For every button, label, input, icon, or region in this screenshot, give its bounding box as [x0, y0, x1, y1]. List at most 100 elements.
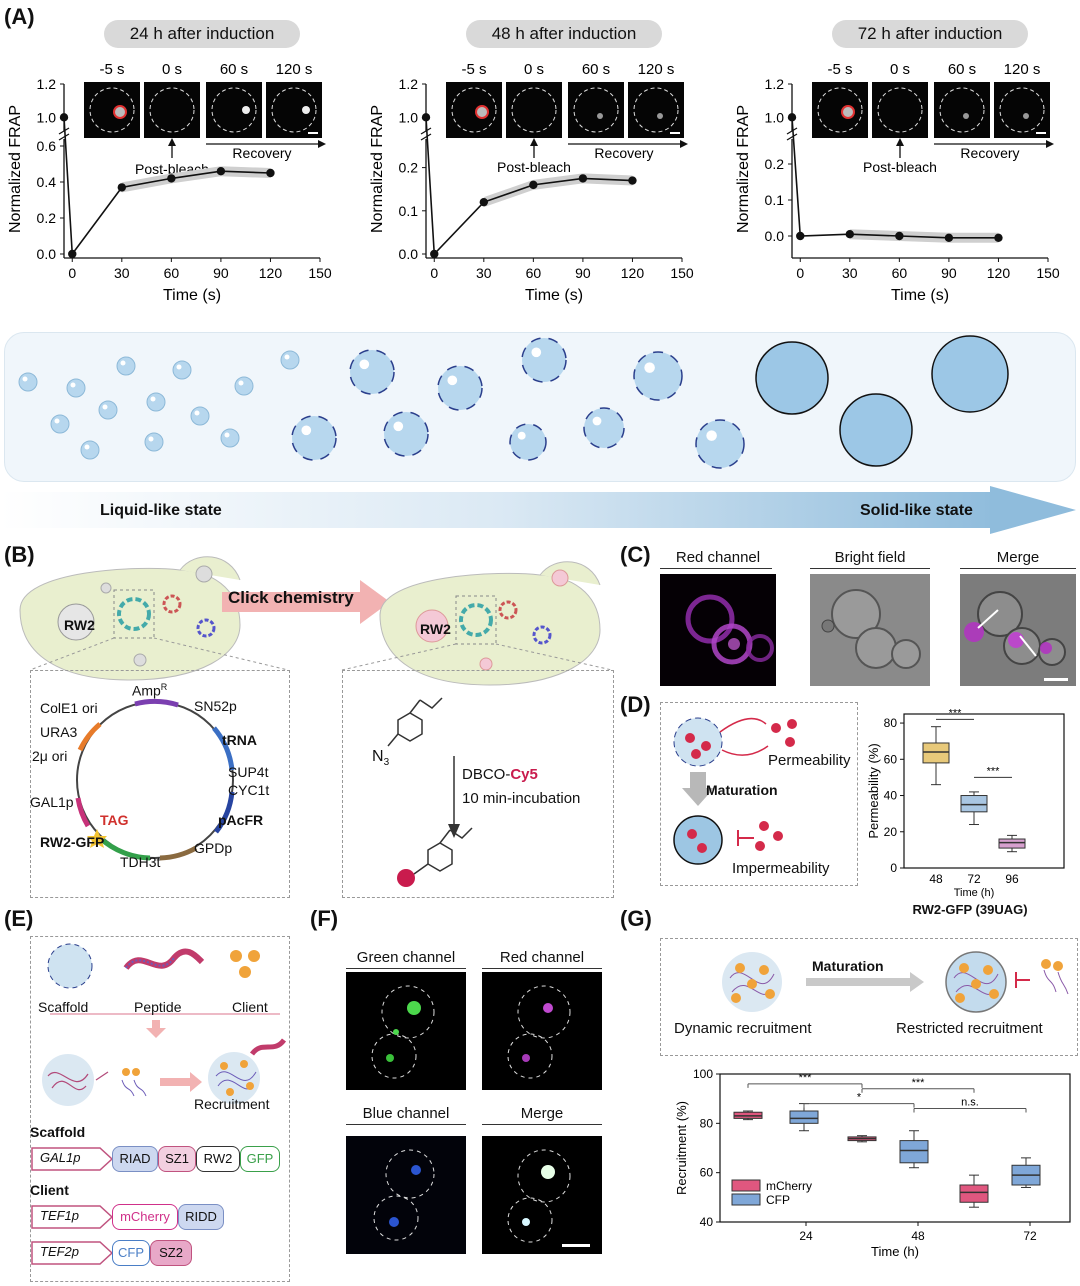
panel-b-illustration	[19, 556, 613, 887]
micrograph	[506, 82, 562, 138]
frap-title-3: 72 h after induction	[832, 20, 1028, 48]
panel-label-f: (F)	[310, 906, 339, 931]
y-tick-label: 1.0	[399, 109, 419, 125]
red-channel-title-f: Red channel	[499, 949, 585, 966]
frap-point	[895, 231, 904, 241]
scale-bar	[670, 132, 680, 134]
tdh3t-label: TDH3t	[120, 854, 161, 870]
sig-label: *	[857, 1092, 862, 1104]
droplet-small	[220, 428, 240, 448]
blue-channel-title: Blue channel	[362, 1105, 450, 1122]
cyc1t-label: CYC1t	[228, 782, 270, 798]
timepoint-label: 0 s	[890, 61, 910, 78]
droplet-highlight	[84, 444, 90, 450]
x-tick-label: 90	[941, 265, 957, 281]
two-mu-label: 2μ ori	[32, 748, 68, 764]
timepoint-label: 60 s	[948, 61, 976, 78]
box-cfp	[899, 1140, 929, 1164]
droplet-highlight	[301, 425, 312, 436]
frap-point	[216, 167, 226, 176]
bleach-spot	[841, 105, 855, 119]
panel-d-box	[660, 702, 858, 886]
y-axis-label: Normalized FRAP	[7, 105, 24, 233]
frap-point	[845, 230, 855, 239]
frap-point	[479, 197, 489, 207]
cell-outline	[451, 87, 497, 133]
droplet-highlight	[531, 347, 542, 358]
gfp-chip: GFP	[240, 1146, 280, 1172]
droplet-highlight	[22, 376, 28, 382]
x-tick-label: 30	[114, 265, 130, 281]
droplet-small	[18, 372, 38, 392]
arrow-head	[530, 138, 538, 146]
micrograph	[628, 82, 684, 138]
box-mcherry	[959, 1184, 989, 1203]
x-tick-label: 48	[929, 872, 943, 886]
dynamic-recruitment-label: Dynamic recruitment	[674, 1020, 812, 1037]
sig-label: ***	[987, 765, 1001, 777]
trna-label: tRNA	[222, 732, 257, 748]
droplet-highlight	[148, 436, 154, 442]
droplet-highlight	[284, 354, 290, 360]
recovery-label: Recovery	[594, 145, 653, 161]
state-gradient-bar	[0, 492, 1000, 528]
x-tick-label: 0	[430, 265, 438, 281]
y-tick-label: 0.0	[765, 228, 785, 244]
incubation-label: 10 min-incubation	[462, 790, 581, 807]
frap-point	[430, 249, 439, 259]
x-tick-label: 90	[213, 265, 229, 281]
azide-label: N3	[372, 748, 390, 769]
droplet-small	[80, 440, 100, 460]
micrograph	[994, 82, 1050, 138]
droplet-highlight	[54, 418, 60, 424]
y-axis-label: Normalized FRAP	[735, 105, 752, 233]
frap-point	[59, 113, 69, 122]
ura3-label: URA3	[40, 724, 78, 740]
maturation-label-d: Maturation	[706, 782, 778, 798]
y-tick-label: 1.2	[399, 76, 419, 92]
y-tick-label: 1.0	[765, 109, 785, 125]
timepoint-label: 120 s	[276, 61, 313, 78]
droplet-medium	[633, 351, 683, 401]
y-tick-label: 0.1	[765, 192, 785, 208]
restricted-recruitment-label: Restricted recruitment	[896, 1020, 1043, 1037]
timepoint-label: 0 s	[162, 61, 182, 78]
frap-point	[994, 233, 1003, 242]
bright-field-title: Bright field	[834, 549, 906, 566]
rw2-chip: RW2	[196, 1146, 240, 1172]
droplet-small	[280, 350, 300, 370]
y-tick-label: 0.6	[37, 138, 57, 154]
scaffold-heading: Scaffold	[30, 1124, 86, 1140]
droplet-highlight	[238, 380, 244, 386]
frap-title-2: 48 h after induction	[466, 20, 662, 48]
y-tick-label: 0.0	[399, 246, 419, 262]
scaffold-label: Scaffold	[38, 999, 89, 1015]
droplet-medium	[695, 419, 745, 469]
cell-outline	[211, 87, 257, 133]
recovery-spot	[242, 106, 250, 114]
x-tick-label: 96	[1005, 872, 1019, 886]
x-axis-label: Time (s)	[163, 287, 221, 304]
riad-chip: RIAD	[112, 1146, 158, 1172]
frap-point	[944, 233, 954, 242]
droplet-highlight	[359, 359, 370, 370]
x-tick-label: 0	[68, 265, 76, 281]
legend-label: CFP	[766, 1193, 790, 1207]
panel-label-e: (E)	[4, 906, 34, 931]
recovery-spot	[657, 113, 663, 119]
axis-break	[420, 127, 432, 135]
ampr-label: AmpR	[132, 682, 168, 699]
x-tick-label: 60	[892, 265, 908, 281]
frap-point	[529, 180, 538, 190]
merge-image-c	[960, 574, 1076, 686]
y-tick-label: 1.0	[37, 109, 57, 125]
gpdp-label: GPDp	[194, 840, 233, 856]
axis-break	[58, 127, 70, 135]
x-tick-label: 60	[164, 265, 180, 281]
client-heading: Client	[30, 1182, 69, 1198]
y-tick-label: 60	[700, 1166, 714, 1180]
micrograph	[206, 82, 262, 138]
